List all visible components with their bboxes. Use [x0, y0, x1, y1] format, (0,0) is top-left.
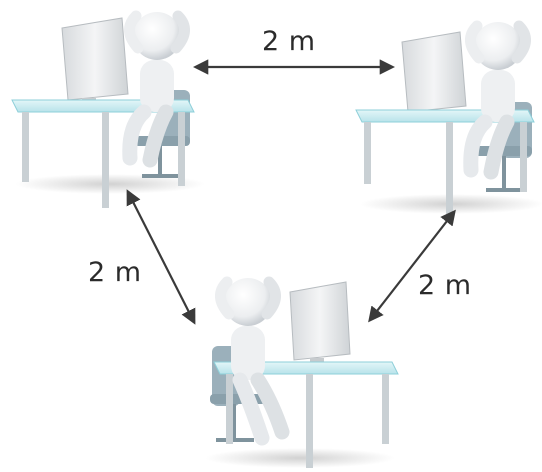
distance-label-top: 2 m	[262, 26, 316, 57]
figure	[122, 10, 190, 168]
monitor	[61, 17, 129, 104]
workstation-top-left	[11, 10, 205, 208]
distance-label-right: 2 m	[418, 270, 472, 301]
figure	[215, 276, 290, 446]
arrow-left	[126, 189, 196, 325]
figure	[463, 20, 531, 180]
workstation-top-right	[355, 20, 542, 214]
monitor	[289, 281, 351, 364]
arrow-right	[368, 209, 456, 323]
monitor	[401, 31, 467, 116]
distance-label-left: 2 m	[88, 257, 142, 288]
workstation-bottom-center	[205, 276, 399, 468]
